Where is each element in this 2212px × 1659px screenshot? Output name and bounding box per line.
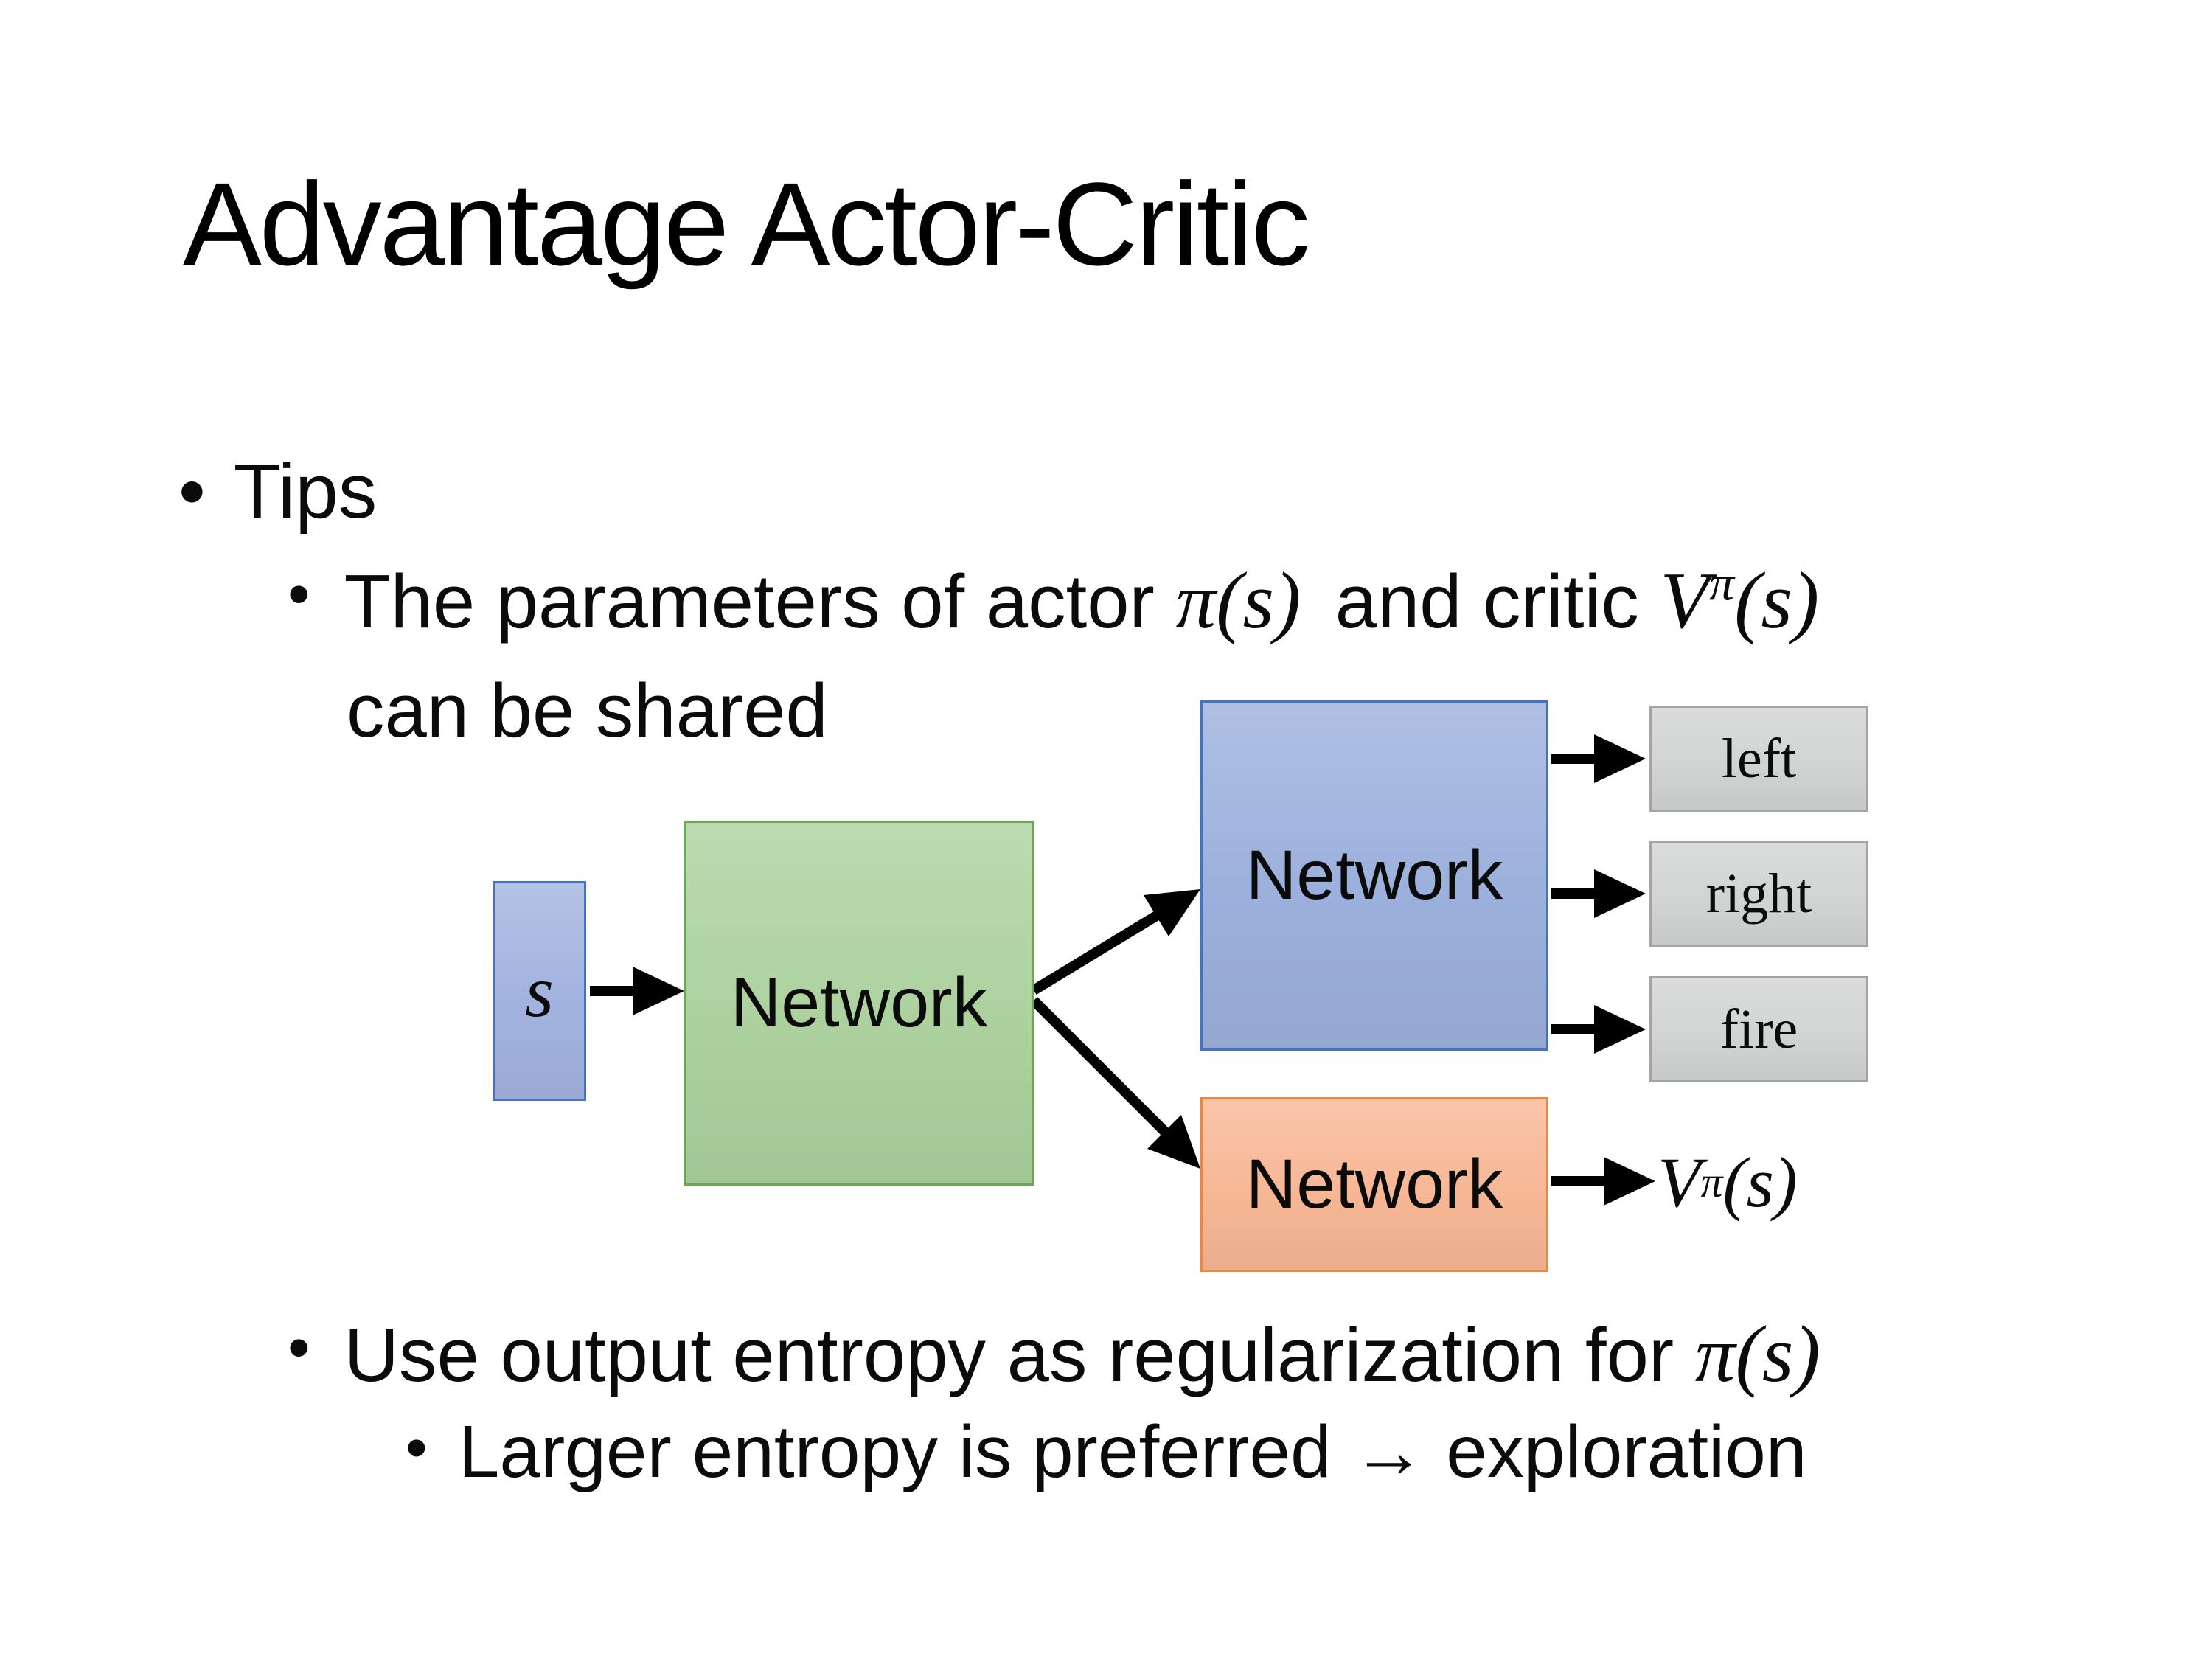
tip2-text: Use output entropy as regularization for… — [344, 1306, 1820, 1402]
critic-network-label: Network — [1245, 1145, 1503, 1223]
arrow-shared-to-critic-network — [1030, 997, 1200, 1169]
value-base: V — [1660, 556, 1710, 645]
value-args: (s) — [1722, 1142, 1798, 1222]
action-box-right: right — [1649, 841, 1868, 947]
shared-network-label: Network — [730, 964, 988, 1042]
tip1-line2: can be shared — [347, 668, 828, 753]
critic-network-box: Network — [1200, 1097, 1548, 1272]
arrow-actor-to-left — [1551, 734, 1646, 783]
arrow-actor-to-right — [1551, 869, 1646, 918]
critic-value-math: Vπ(s) — [1660, 556, 1819, 645]
tip1-mid: and critic — [1335, 559, 1660, 644]
tip1-prefix: The parameters of actor — [344, 559, 1176, 644]
bullet-shared-parameters-line2: can be shared — [347, 665, 828, 757]
shared-network-box: Network — [684, 821, 1034, 1186]
value-sup: π — [1709, 555, 1735, 611]
bullet-larger-entropy: • Larger entropy is preferred → explorat… — [406, 1408, 1806, 1496]
tip3-text: Larger entropy is preferred → exploratio… — [458, 1411, 1807, 1493]
state-label: s — [525, 950, 554, 1032]
tip2-prefix: Use output entropy as regularization for — [344, 1312, 1695, 1397]
value-args: (s) — [1734, 556, 1820, 645]
bullet-dot: • — [288, 1311, 310, 1383]
value-base: V — [1658, 1142, 1701, 1222]
policy-math: π(s) — [1694, 1310, 1820, 1399]
state-input-box: s — [493, 881, 586, 1101]
bullet-entropy-regularization: • Use output entropy as regularization f… — [288, 1306, 1820, 1402]
tips-label: Tips — [233, 448, 378, 535]
arrow-critic-to-value — [1551, 1157, 1655, 1206]
bullet-dot: • — [288, 557, 310, 630]
action-label-right: right — [1705, 862, 1812, 925]
bullet-dot: • — [406, 1413, 428, 1483]
arrow-state-to-shared-network — [590, 967, 684, 1015]
arrow-actor-to-fire — [1551, 1005, 1646, 1054]
action-box-left: left — [1649, 706, 1868, 812]
actor-policy-math: π(s) — [1175, 556, 1301, 645]
tip1-text: The parameters of actor π(s) and critic V… — [344, 552, 1820, 649]
bullet-dot: • — [178, 448, 206, 535]
bullet-shared-parameters-line1: • The parameters of actor π(s) and critic… — [288, 552, 1819, 649]
actor-network-box: Network — [1200, 700, 1548, 1051]
action-label-fire: fire — [1719, 998, 1798, 1060]
action-label-left: left — [1721, 727, 1797, 790]
actor-network-label: Network — [1245, 836, 1503, 914]
bullet-tips: • Tips — [178, 445, 377, 538]
slide-title: Advantage Actor-Critic — [183, 158, 1310, 290]
action-box-fire: fire — [1649, 976, 1868, 1082]
arrow-shared-to-actor-network — [1031, 889, 1200, 995]
